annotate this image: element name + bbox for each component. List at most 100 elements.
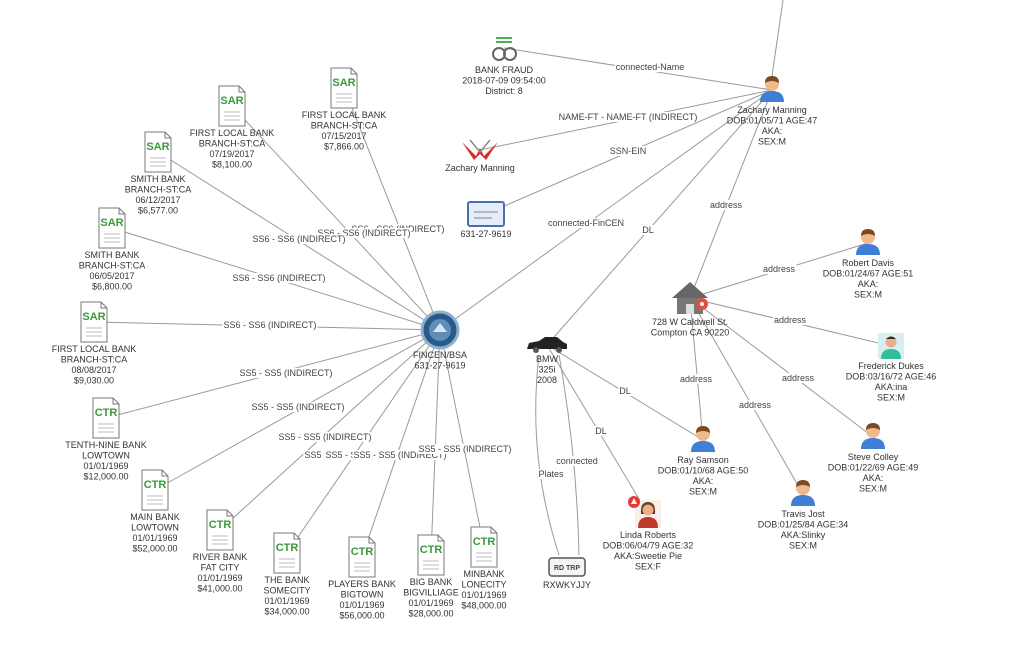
node-label: $12,000.00 bbox=[83, 472, 128, 482]
ctr-document-icon: CTR bbox=[92, 397, 120, 439]
edge-line bbox=[546, 89, 773, 346]
node-label: DOB:03/16/72 AGE:46 bbox=[846, 372, 937, 382]
node-label: 631-27-9619 bbox=[414, 361, 465, 371]
svg-text:CTR: CTR bbox=[473, 536, 496, 548]
car-icon bbox=[527, 337, 567, 353]
node-label: DOB:01/22/69 AGE:49 bbox=[828, 463, 919, 473]
node-label: 728 W Caldwell St. bbox=[652, 317, 728, 327]
sar-document-icon: SAR bbox=[218, 85, 246, 127]
edge-label-bg bbox=[537, 469, 566, 479]
person-photo-icon bbox=[628, 496, 661, 528]
edge-label-bg bbox=[641, 225, 655, 235]
node-label: 01/01/1969 bbox=[197, 573, 242, 583]
svg-text:CTR: CTR bbox=[276, 542, 299, 554]
person-icon bbox=[861, 423, 885, 449]
node-label: AKA: bbox=[863, 473, 884, 483]
edge-label: connected-FinCEN bbox=[548, 218, 624, 228]
edge-label-bg bbox=[555, 456, 599, 466]
node-house[interactable]: 728 W Caldwell St.Compton CA 90220 bbox=[651, 282, 730, 338]
edge-label: address bbox=[763, 264, 796, 274]
person-icon bbox=[760, 76, 784, 102]
node-label: BMW bbox=[536, 354, 559, 364]
edge-line bbox=[689, 297, 704, 441]
svg-text:CTR: CTR bbox=[351, 546, 374, 558]
edge-label: DL bbox=[642, 225, 654, 235]
node-label: BRANCH-ST:CA bbox=[199, 139, 266, 149]
edge-label-bg bbox=[417, 444, 513, 454]
ctr-document-icon: CTR bbox=[470, 526, 498, 568]
edge-line bbox=[439, 329, 485, 548]
license-plate-icon: RD TRP bbox=[548, 557, 586, 577]
edge-label-bg bbox=[761, 264, 797, 274]
edge-label: SS6 - SS6 (INDIRECT) bbox=[252, 234, 345, 244]
edge-label: SS5 - SS5 (INDIRECT) bbox=[418, 444, 511, 454]
node-label: 325i bbox=[538, 365, 555, 375]
edge-label-bg bbox=[277, 432, 373, 442]
ctr-document-icon: CTR bbox=[141, 469, 169, 511]
edge-label: SSN-EIN bbox=[610, 146, 647, 156]
svg-text:CTR: CTR bbox=[420, 544, 443, 556]
edge-label-bg bbox=[231, 273, 327, 283]
node-label: 01/01/1969 bbox=[264, 596, 309, 606]
node-label: MAIN BANK bbox=[130, 512, 180, 522]
svg-text:SAR: SAR bbox=[332, 77, 355, 89]
node-label: Travis Jost bbox=[781, 509, 825, 519]
node-label: RIVER BANK bbox=[193, 552, 248, 562]
node-label: DOB:06/04/79 AGE:32 bbox=[603, 541, 694, 551]
edge-label: address bbox=[739, 400, 772, 410]
person-icon bbox=[691, 426, 715, 452]
edge-label: SS5 - SS5 (INDIRECT) bbox=[239, 368, 332, 378]
edge-label: Plates bbox=[538, 469, 564, 479]
edge-label-bg bbox=[250, 402, 346, 412]
fincen-seal-icon bbox=[420, 310, 460, 350]
node-label: Compton CA 90220 bbox=[651, 328, 730, 338]
edge-line bbox=[689, 297, 874, 438]
node-label: BRANCH-ST:CA bbox=[79, 261, 146, 271]
organization-logo-icon bbox=[462, 139, 498, 160]
node-label: 01/01/1969 bbox=[461, 590, 506, 600]
edge-label-bg bbox=[678, 374, 714, 384]
node-zachlogo[interactable]: Zachary Manning bbox=[445, 139, 515, 173]
edge-label: SS6 - SS6 (INDIRECT) bbox=[223, 320, 316, 330]
node-label: 2018-07-09 09:54:00 bbox=[462, 76, 546, 86]
edge-label: connected-Name bbox=[616, 62, 685, 72]
node-label: DOB:01/05/71 AGE:47 bbox=[727, 116, 818, 126]
node-label: LONECITY bbox=[461, 580, 506, 590]
svg-text:SAR: SAR bbox=[220, 95, 243, 107]
edge-label-bg bbox=[557, 112, 699, 122]
node-label: $34,000.00 bbox=[264, 607, 309, 617]
person-icon bbox=[791, 480, 815, 506]
edge-label-bg bbox=[608, 146, 648, 156]
svg-text:CTR: CTR bbox=[209, 519, 232, 531]
edge-label: DL bbox=[619, 386, 631, 396]
plate-text: RD TRP bbox=[554, 565, 580, 572]
node-label: SEX:M bbox=[758, 137, 786, 147]
node-ssn[interactable]: 631-27-9619 bbox=[460, 201, 512, 239]
edge-label: SS6 - SS6 (INDIRECT) bbox=[232, 273, 325, 283]
sar-document-icon: SAR bbox=[330, 67, 358, 109]
